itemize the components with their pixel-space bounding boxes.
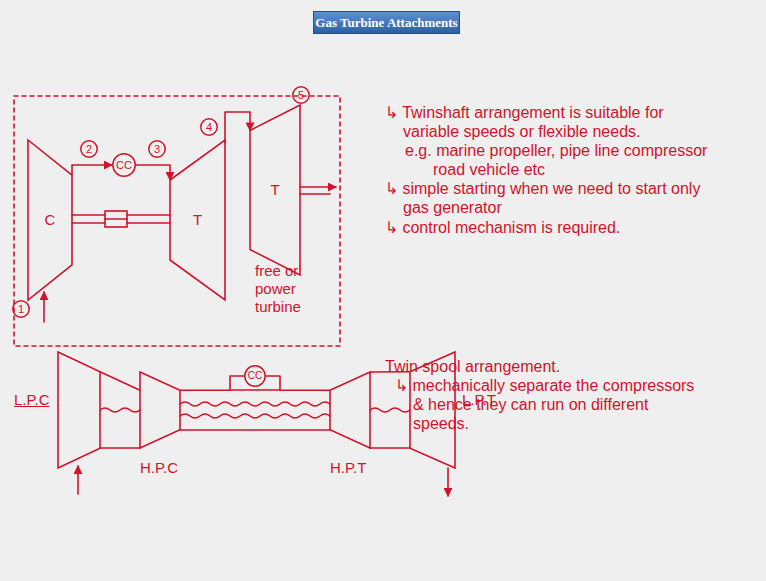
part-label: CC: [248, 368, 262, 384]
part-label: T: [270, 182, 279, 198]
flow-connector: [72, 165, 112, 175]
station-number: 2: [80, 140, 98, 158]
gas-generator-boundary: [14, 96, 340, 346]
callout-number: 2: [86, 141, 92, 157]
power-turbine-outline: [250, 105, 300, 275]
power-turbine: T: [250, 105, 300, 275]
hp-shaft: [180, 402, 330, 406]
combustor-casing: [180, 429, 330, 431]
combustion-chamber: CC: [244, 365, 266, 387]
station-number-circle: [149, 141, 165, 157]
note-text: ↳ control mechanism is required.: [385, 218, 743, 237]
flow-connector-group: [136, 165, 170, 180]
flow-connector: [100, 372, 140, 391]
flow-connector-group: [100, 372, 140, 391]
duct-line: [370, 447, 410, 449]
part-label: C: [45, 212, 56, 228]
inlet-arrow: [43, 292, 45, 322]
hp-compressor-outline: [140, 372, 180, 448]
lp-shaft: [100, 408, 140, 412]
turbine-caption: free or power turbine: [255, 262, 335, 316]
callout-number: 3: [154, 141, 160, 157]
combustion-chamber-circle: [113, 154, 135, 176]
shaft-coupling: [105, 211, 127, 227]
station-number-circle: [293, 87, 309, 103]
exhaust-arrow: [447, 468, 449, 496]
hp-turbine: H.P.T: [330, 372, 370, 448]
lp-shaft: [370, 408, 410, 412]
shaft-line: [72, 214, 105, 216]
note-text: e.g. marine propeller, pipe line compres…: [405, 141, 725, 179]
shaft-line: [105, 218, 127, 220]
flow-connector-group: [72, 165, 112, 175]
inlet-arrow: [77, 466, 79, 494]
part-label: T: [193, 212, 202, 228]
station-number: 4: [200, 118, 218, 136]
shaft-line: [127, 214, 170, 216]
title-banner: Gas Turbine Attachments: [313, 11, 460, 34]
flow-connector: [225, 112, 250, 143]
compressor-outline: [28, 140, 72, 300]
combustion-chamber-circle: [245, 366, 265, 386]
station-number: 1: [12, 300, 30, 318]
callout-number: 4: [206, 119, 212, 135]
hp-compressor: H.P.C: [140, 372, 180, 448]
part-label: H.P.T: [330, 460, 366, 476]
combustor-casing: [230, 389, 280, 391]
note-text: ↳ mechanically separate the compressors …: [395, 376, 705, 433]
note-text: ↳ simple starting when we need to start …: [385, 179, 715, 217]
flow-connector-group: [266, 376, 330, 390]
station-number: 3: [148, 140, 166, 158]
station-number-circle: [13, 301, 29, 317]
hp-shaft: [180, 414, 330, 418]
hp-compressor-outline: [140, 372, 180, 448]
flow-connector: [136, 165, 170, 180]
combustion-chamber: CC: [112, 153, 136, 177]
lp-compressor-outline: [58, 352, 100, 468]
flow-connector-group: [180, 376, 244, 390]
callout-number: CC: [116, 157, 132, 173]
note-text: ↳ Twinshaft arrangement is suitable for …: [385, 103, 685, 141]
lp-compressor: L.P.C: [58, 352, 100, 468]
part-label: L.P.C: [14, 392, 50, 408]
shaft-line: [127, 222, 170, 224]
callout-number: 5: [298, 87, 304, 103]
turbine-outline: [170, 140, 225, 300]
lp-compressor-outline: [58, 352, 100, 468]
part-label: H.P.C: [140, 460, 178, 476]
turbine: T: [170, 140, 225, 300]
station-number-circle: [81, 141, 97, 157]
output-shaft-line: [300, 193, 330, 195]
hp-turbine-outline: [330, 372, 370, 448]
station-number-circle: [201, 119, 217, 135]
callout-number: 1: [18, 301, 24, 317]
hp-turbine-outline: [330, 372, 370, 448]
duct-line: [100, 447, 140, 449]
flow-connector: [180, 376, 244, 390]
output-shaft-arrow: [300, 186, 336, 188]
slide-title: Gas Turbine Attachments: [315, 15, 457, 31]
station-number: 5: [292, 86, 310, 104]
shaft-line: [72, 222, 105, 224]
section-heading: Twin spool arrangement.: [385, 357, 725, 376]
flow-connector-group: [225, 112, 250, 143]
flow-connector: [266, 376, 330, 390]
compressor: C: [28, 140, 72, 300]
